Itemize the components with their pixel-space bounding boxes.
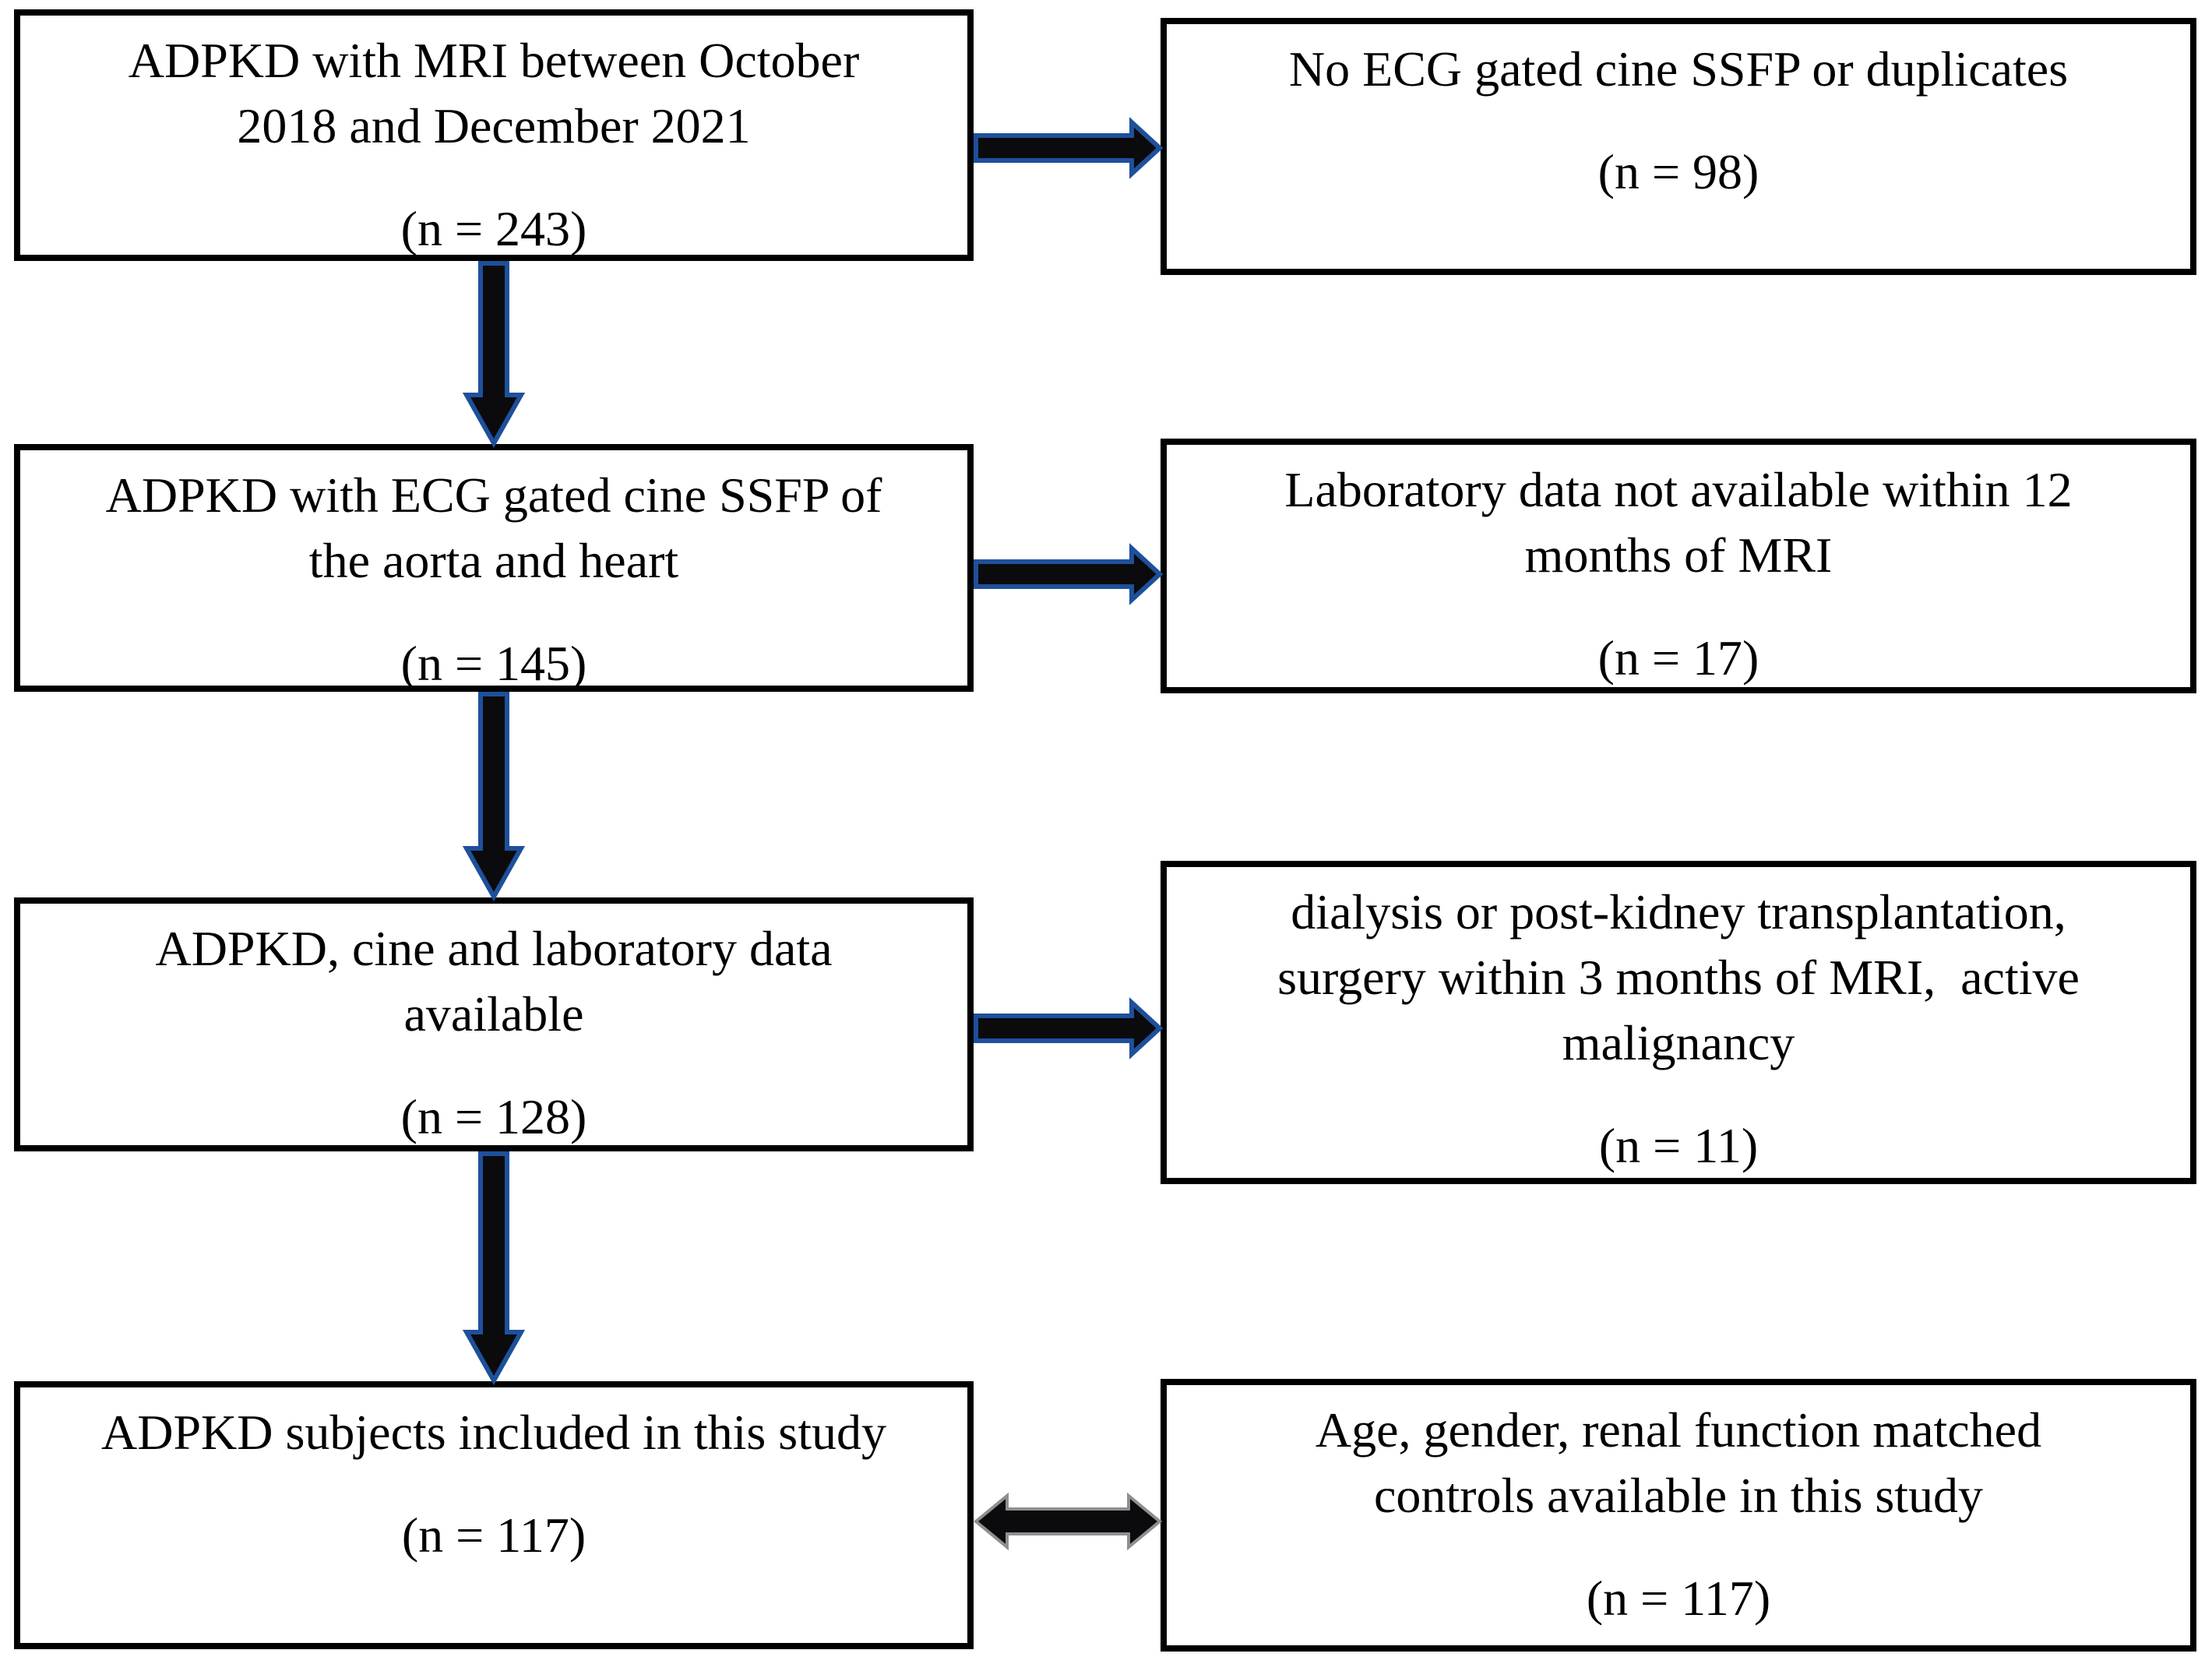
box-n-count: (n = 243)	[400, 201, 587, 256]
box-adpkd-data-available: ADPKD, cine and laboratory data availabl…	[14, 897, 974, 1151]
box-text: Age, gender, renal function matched cont…	[1315, 1402, 2042, 1523]
box-n-count: (n = 17)	[1597, 630, 1759, 686]
box-adpkd-ecg-cine: ADPKD with ECG gated cine SSFP of the ao…	[14, 444, 974, 692]
right-arrow-row2-icon	[974, 535, 1164, 613]
box-adpkd-mri-2018-2021: ADPKD with MRI between October 2018 and …	[14, 9, 974, 261]
box-n-count: (n = 117)	[401, 1507, 586, 1563]
down-arrow-3-icon	[459, 1151, 529, 1386]
box-text: ADPKD, cine and laboratory data availabl…	[155, 921, 833, 1042]
box-n-count: (n = 98)	[1597, 144, 1759, 199]
box-matched-controls: Age, gender, renal function matched cont…	[1161, 1379, 2196, 1652]
box-n-count: (n = 128)	[400, 1089, 587, 1144]
right-arrow-row3-icon	[974, 989, 1164, 1067]
box-adpkd-included: ADPKD subjects included in this study (n…	[14, 1381, 974, 1649]
right-arrow-row1-icon	[974, 109, 1164, 187]
box-n-count: (n = 11)	[1598, 1118, 1759, 1173]
box-text: No ECG gated cine SSFP or duplicates	[1288, 41, 2069, 97]
box-n-count: (n = 145)	[400, 636, 587, 691]
box-text: ADPKD subjects included in this study	[101, 1405, 886, 1460]
box-n-count: (n = 117)	[1586, 1571, 1771, 1626]
down-arrow-2-icon	[459, 692, 529, 902]
box-text: dialysis or post-kidney transplantation,…	[1277, 884, 2080, 1070]
box-text: ADPKD with MRI between October 2018 and …	[128, 33, 860, 153]
box-excluded-no-cine: No ECG gated cine SSFP or duplicates (n …	[1161, 18, 2196, 275]
box-text: Laboratory data not available within 12 …	[1284, 462, 2073, 583]
box-text: ADPKD with ECG gated cine SSFP of the ao…	[105, 467, 882, 588]
double-arrow-row4-icon	[973, 1482, 1163, 1560]
down-arrow-1-icon	[459, 261, 529, 449]
box-excluded-no-lab-data: Laboratory data not available within 12 …	[1161, 439, 2196, 693]
box-excluded-dialysis-transplant: dialysis or post-kidney transplantation,…	[1161, 861, 2196, 1184]
